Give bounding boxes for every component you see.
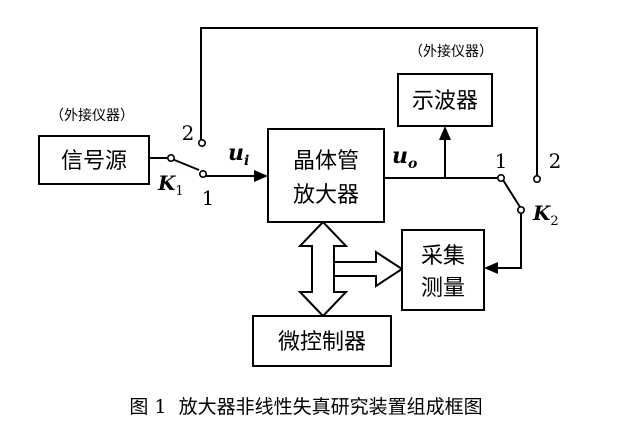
k2-pos1-label: 1 [495,149,508,173]
k2-blade [502,179,521,208]
acquisition-box [401,229,485,311]
amplifier-box [267,128,385,223]
input-signal-subscript: i [244,153,249,169]
acq-input-arrow [484,262,498,274]
k1-pos1-contact [199,170,208,179]
input-signal-name: u [228,140,244,166]
k2-pivot-contact [516,206,525,215]
k2-label: K2 [532,201,559,229]
output-signal-name: u [392,143,408,169]
scope-input-arrow [439,126,451,140]
k1-pivot-contact [167,154,176,163]
amplifier-label-line2: 放大器 [293,183,359,208]
k2-to-acq-wire [496,213,522,269]
signal-source-box [38,135,150,185]
k1-pos2-contact [198,139,207,148]
output-signal-subscript: o [408,156,417,172]
microcontroller-box [252,315,392,367]
k1-subscript: 1 [175,184,183,199]
acquisition-label-line1: 采集 [421,244,465,269]
input-signal-label: ui [228,140,249,169]
acquisition-label-line2: 测量 [421,276,465,301]
k1-name: K [157,171,177,195]
feedback-wire [200,27,538,176]
k1-pos1-label: 1 [202,186,215,210]
k2-pos1-contact [496,174,505,183]
oscilloscope-note: （外接仪器） [409,43,493,60]
oscilloscope-box [397,73,493,127]
amp-input-arrow [254,170,268,182]
figure-caption: 图 1 放大器非线性失真研究装置组成框图 [129,396,482,418]
k2-pos2-label: 2 [549,149,562,173]
k1-pos2-label: 2 [182,121,195,145]
microcontroller-label: 微控制器 [278,330,366,355]
k2-subscript: 2 [550,214,558,229]
k1-blade [171,158,200,171]
k2-pos2-contact [532,175,541,184]
output-signal-label: uo [392,143,417,172]
k2-name: K [532,201,552,225]
amplifier-label-line1: 晶体管 [293,149,359,174]
k1-label: K1 [157,171,184,199]
oscilloscope-label: 示波器 [412,89,478,114]
signal-source-label: 信号源 [61,149,127,174]
bus-to-acq-arrow [333,250,404,288]
signal-source-note: （外接仪器） [50,107,134,124]
